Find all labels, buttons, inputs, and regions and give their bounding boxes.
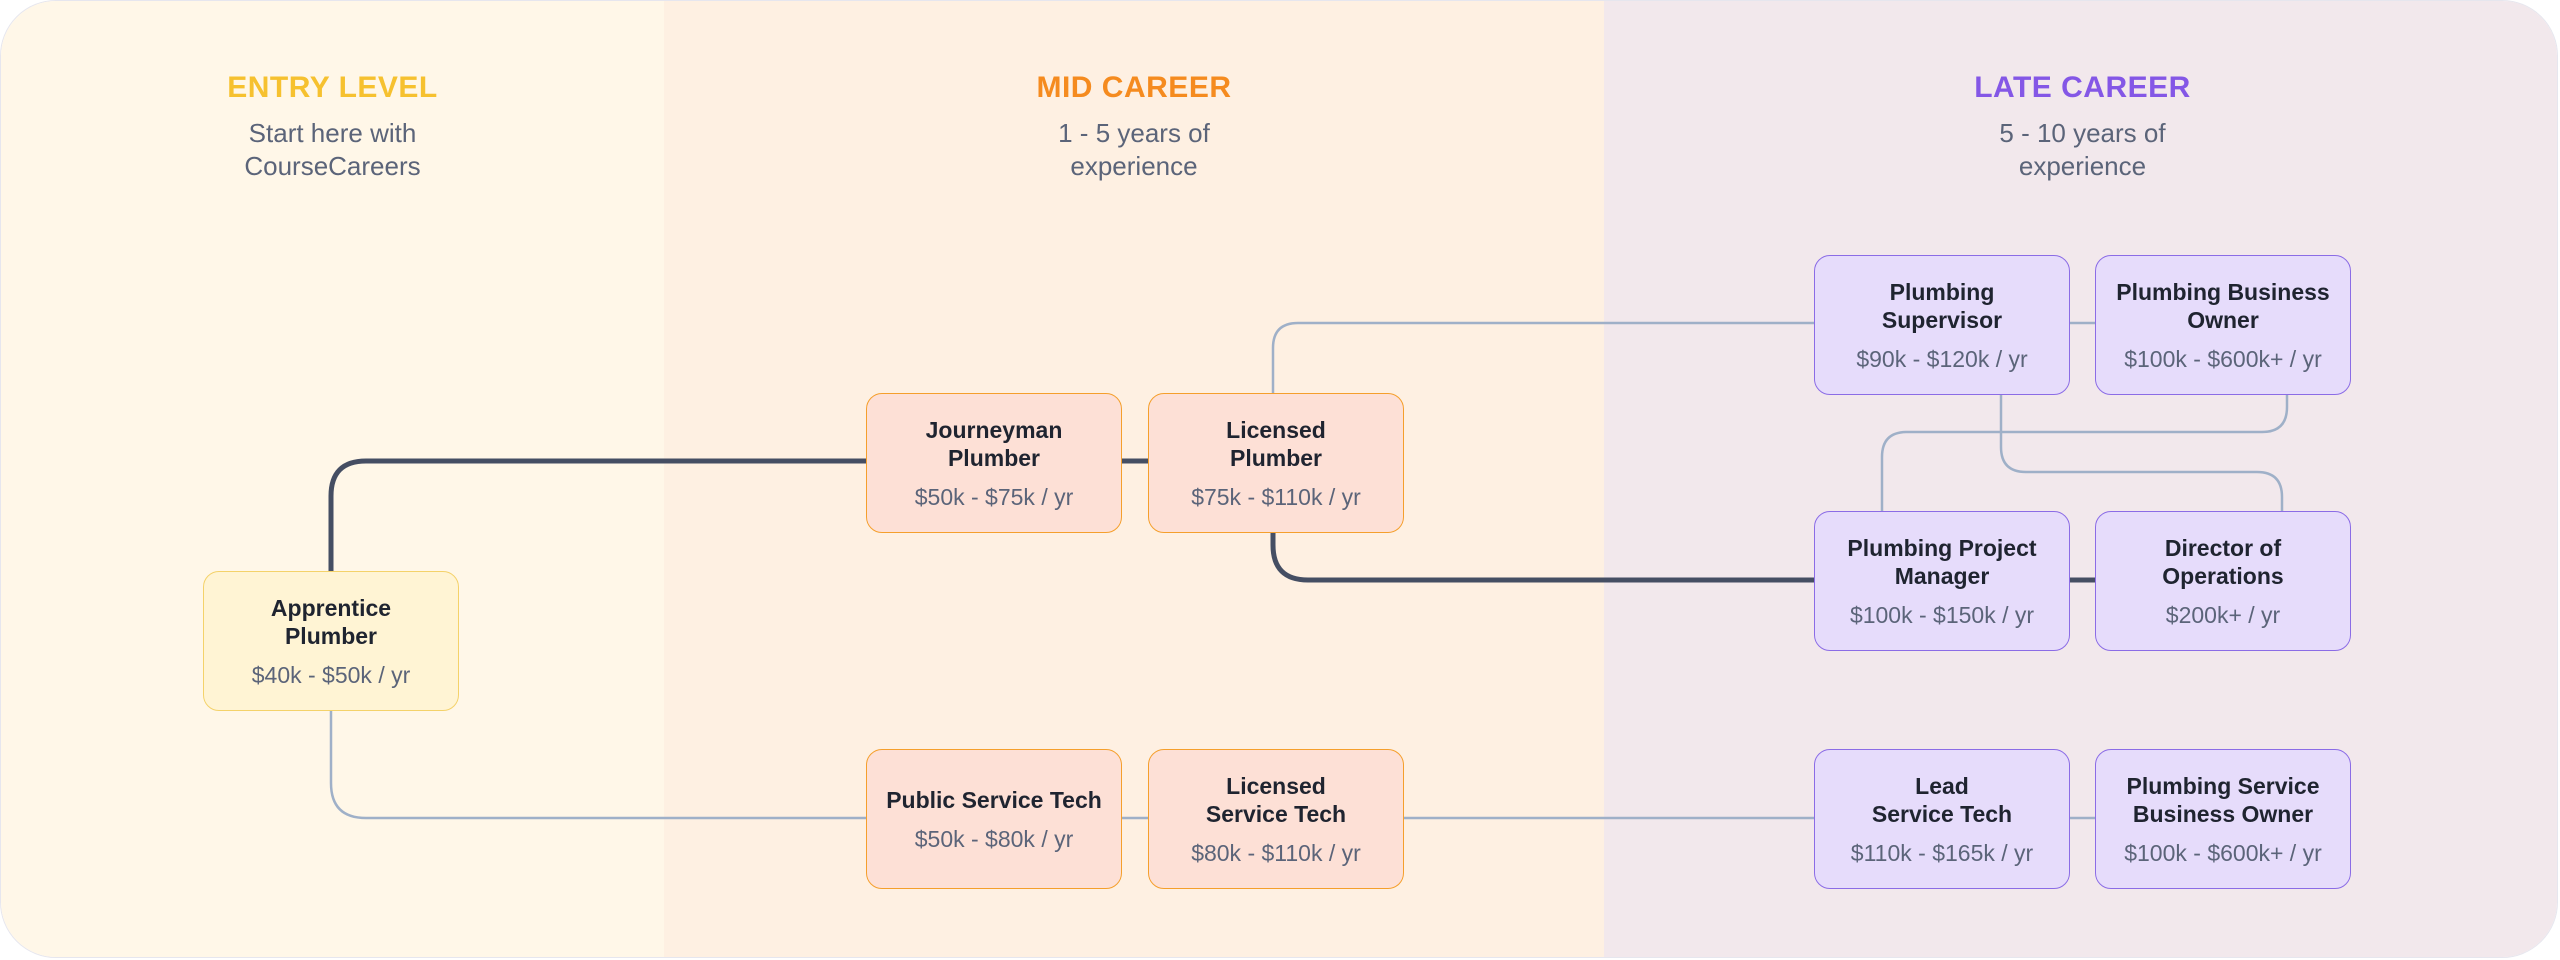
- node-salary: $75k - $110k / yr: [1191, 483, 1361, 510]
- node-salary: $80k - $110k / yr: [1191, 839, 1361, 866]
- connector-licensed-to-project-manager: [1270, 530, 1817, 583]
- node-salary: $110k - $165k / yr: [1850, 839, 2034, 866]
- connector-owner-to-project-manager: [1880, 392, 2289, 513]
- node-title: Public Service Tech: [886, 786, 1102, 813]
- connector-supervisor-to-director: [1999, 392, 2284, 513]
- column-mid-career: MID CAREER 1 - 5 years of experience: [664, 1, 1604, 957]
- node-salary: $100k - $600k+ / yr: [2124, 345, 2322, 372]
- connector-licensed-to-supervisor: [1271, 321, 1816, 395]
- column-late-career: LATE CAREER 5 - 10 years of experience: [1604, 1, 2557, 957]
- node-salary: $50k - $75k / yr: [914, 483, 1074, 510]
- column-subtitle-entry: Start here with CourseCareers: [244, 118, 421, 181]
- node-salary: $100k - $150k / yr: [1849, 601, 2035, 628]
- column-title-entry: ENTRY LEVEL: [227, 71, 438, 104]
- node-salary: $200k+ / yr: [2165, 601, 2281, 628]
- column-subtitle-mid: 1 - 5 years of experience: [1058, 118, 1210, 181]
- column-subtitle-late: 5 - 10 years of experience: [1999, 118, 2166, 181]
- connector-apprentice-to-public-tech: [329, 709, 868, 820]
- node-public-service-tech: Public Service Tech $50k - $80k / yr: [866, 749, 1122, 889]
- column-title-mid: MID CAREER: [1036, 71, 1232, 104]
- connector-apprentice-to-journeyman: [328, 458, 869, 574]
- node-salary: $50k - $80k / yr: [914, 825, 1074, 852]
- node-salary: $90k - $120k / yr: [1856, 345, 2028, 372]
- node-salary: $100k - $600k+ / yr: [2124, 839, 2322, 866]
- node-salary: $40k - $50k / yr: [251, 661, 411, 688]
- column-title-late: LATE CAREER: [1974, 71, 2191, 104]
